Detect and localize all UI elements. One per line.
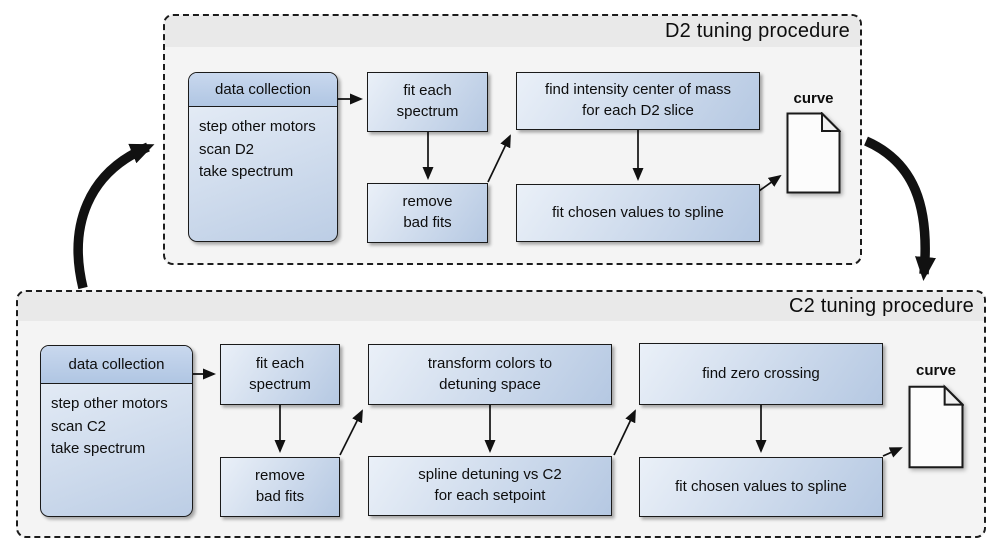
document-icon <box>786 112 841 194</box>
c2-step-spline-detuning: spline detuning vs C2 for each setpoint <box>368 456 612 516</box>
c2-title-strip: C2 tuning procedure <box>18 292 984 321</box>
c2-data-collection-box: data collection step other motors scan C… <box>40 345 193 517</box>
d2-step-remove-bad-fits: remove bad fits <box>367 183 488 243</box>
d2-data-collection-body: step other motors scan D2 take spectrum <box>199 118 316 180</box>
loop-arrow-c2-to-d2 <box>73 142 155 290</box>
c2-title: C2 tuning procedure <box>788 295 974 317</box>
d2-title-strip: D2 tuning procedure <box>165 16 860 47</box>
document-icon <box>908 384 964 469</box>
c2-step-find-zero-crossing: find zero crossing <box>639 343 883 405</box>
d2-step-find-center-of-mass: find intensity center of mass for each D… <box>516 72 760 130</box>
c2-curve-output: curve <box>908 362 964 470</box>
d2-data-collection-header: data collection <box>189 73 337 107</box>
c2-data-collection-header: data collection <box>41 346 192 384</box>
c2-step-transform-colors: transform colors to detuning space <box>368 344 612 405</box>
c2-step-remove-bad-fits: remove bad fits <box>220 457 340 517</box>
d2-data-collection-box: data collection step other motors scan D… <box>188 72 338 242</box>
c2-curve-label: curve <box>915 362 957 379</box>
d2-step-fit-each-spectrum: fit each spectrum <box>367 72 488 132</box>
c2-step-fit-each-spectrum: fit each spectrum <box>220 344 340 405</box>
loop-arrow-d2-to-c2 <box>864 136 936 281</box>
d2-step-fit-chosen-values: fit chosen values to spline <box>516 184 760 242</box>
c2-step-fit-chosen-values: fit chosen values to spline <box>639 457 883 517</box>
d2-title: D2 tuning procedure <box>664 20 850 42</box>
d2-curve-output: curve <box>786 90 841 194</box>
d2-curve-label: curve <box>793 90 834 107</box>
c2-data-collection-body: step other motors scan C2 take spectrum <box>51 395 168 457</box>
